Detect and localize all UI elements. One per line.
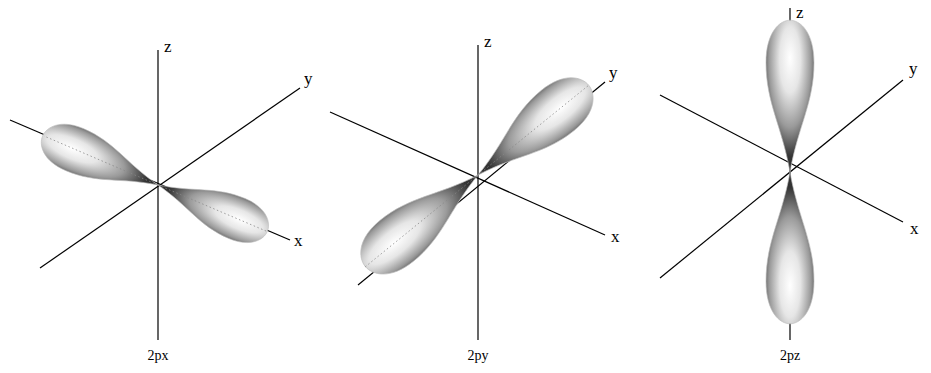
dotted-axis	[478, 85, 589, 175]
y-axis	[40, 88, 300, 268]
orbital-lobe	[349, 154, 495, 286]
orbital-lobe	[766, 172, 814, 324]
dotted-axis	[365, 175, 478, 267]
orbital-lobe	[462, 65, 605, 195]
axis-label: y	[304, 70, 313, 89]
z-axis	[157, 50, 158, 340]
orbital-lobe	[150, 165, 276, 251]
axis-label: x	[294, 232, 303, 251]
axis-lines	[10, 8, 903, 340]
axis-dotted-inside	[44, 85, 589, 267]
orbital-lobe	[34, 115, 167, 206]
axis-label: x	[611, 228, 620, 247]
axis-label: z	[484, 33, 492, 52]
orbital-lobes	[34, 20, 814, 324]
axis-label: z	[164, 38, 172, 57]
dotted-axis	[44, 136, 158, 185]
dotted-axis	[158, 185, 266, 231]
axis-label: x	[910, 220, 919, 239]
axis-label: z	[796, 4, 804, 23]
axis-label: y	[909, 60, 918, 79]
axis-label: y	[609, 64, 618, 83]
orbital-caption: 2px	[148, 348, 169, 363]
orbital-caption: 2py	[468, 348, 489, 363]
z-axis	[477, 45, 478, 340]
orbital-caption: 2pz	[780, 348, 800, 363]
orbital-lobe	[766, 20, 814, 172]
